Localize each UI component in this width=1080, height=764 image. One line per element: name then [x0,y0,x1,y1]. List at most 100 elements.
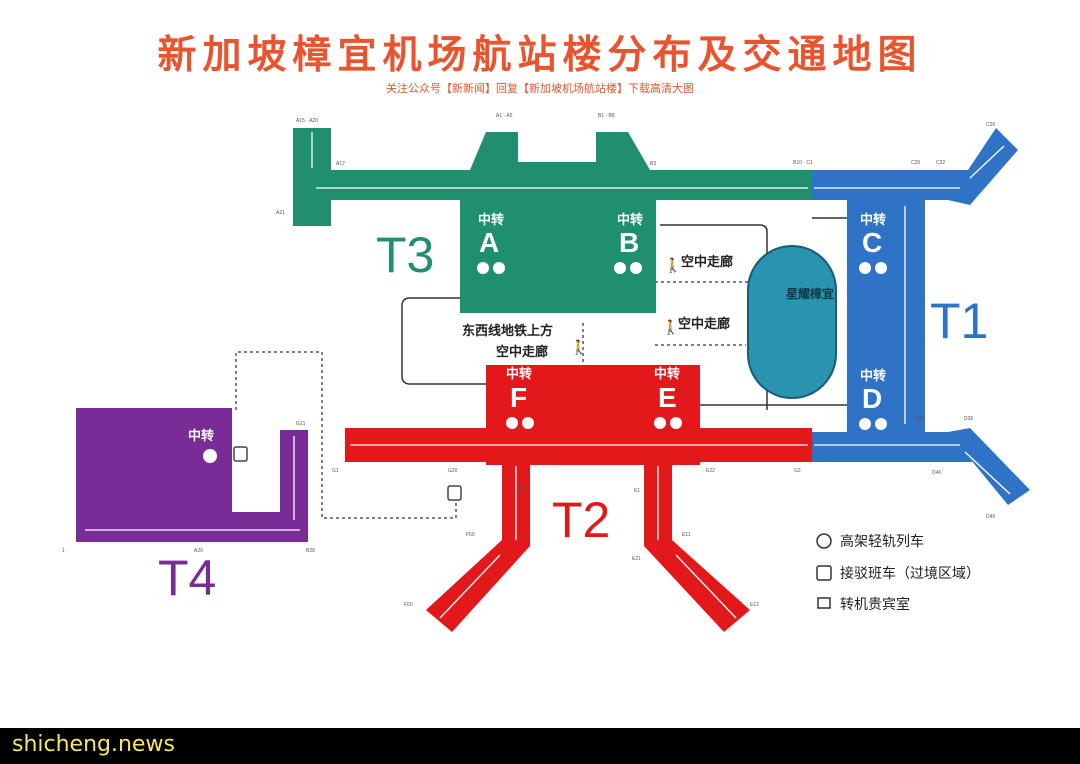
terminal-t2-label: T2 [552,492,610,548]
pier-a-letter: A [479,227,499,258]
mrt-link-outline [401,297,488,385]
airport-map: T3 T1 T2 T4 中转 A 中转 B 中转 C 中转 D [62,113,1030,632]
shuttle-bus-icon [816,565,832,581]
gate-label: A20 [194,548,203,554]
gate-label: A15 · A20 [296,118,318,124]
legend-item-shuttle: 接驳班车（过境区域） [816,565,980,582]
gate-label: C20 [911,160,920,166]
gate-label: D36 [964,416,973,422]
terminal-t1-label: T1 [930,293,988,349]
jewel-label-1: 星耀樟宜 [786,286,834,301]
walkway-label-top: 空中走廊 [681,254,733,270]
skytrain-icon [859,262,871,274]
jewel-label: 星耀樟宜 [786,286,834,301]
skytrain-link-b-d [660,224,768,410]
shuttle-bus-icon [447,485,462,501]
gate-label: F60 [404,602,413,608]
shuttle-bus-icon [233,446,248,462]
gate-label: A1 · A5 [496,113,513,119]
jewel-building [747,245,837,399]
pier-e-transfer-label: 中转 [654,366,680,382]
legend-item-skytrain: 高架轻轨列车 [816,533,924,550]
pier-e[interactable]: 中转 E [654,366,682,429]
t1-south-concourse [812,432,972,462]
lounge-icon [875,262,887,274]
legend-item-lounge: 转机贵宾室 [817,596,910,613]
lounge-icon [493,262,505,274]
lounge-icon [630,262,642,274]
gate-label: E12 [750,602,759,608]
pier-a[interactable]: 中转 A [477,212,505,274]
gate-label: 1 [62,548,65,554]
t3-main [460,195,656,313]
pier-c[interactable]: 中转 C [859,212,887,274]
pier-f-letter: F [510,382,527,413]
pier-a-transfer-label: 中转 [478,212,504,228]
pier-c-letter: C [862,227,882,258]
t4-transfer[interactable]: 中转 [188,428,217,463]
mrt-walkway-line1: 东西线地铁上方 [462,323,553,339]
t1-south-spur [948,428,1030,505]
gate-label: B1 · B8 [598,113,615,119]
shuttle-dotted-route [235,281,812,519]
gate-label: D22 [916,416,925,422]
gate-label: F50 [466,532,475,538]
terminal-t1-building [812,128,1030,505]
legend-skytrain-label: 高架轻轨列车 [840,533,924,550]
terminal-t3-label: T3 [376,227,434,283]
terminal-t4-label: T4 [158,550,216,606]
skytrain-icon [477,262,489,274]
gate-label: G20 [448,468,458,474]
gate-label: B28 [306,548,315,554]
gate-label: E11 [682,532,691,538]
gate-label: E21 [632,556,641,562]
gate-label: E1 [634,488,640,494]
gate-label: G1 [332,468,339,474]
terminal-t3-building [293,128,813,313]
map-legend: 高架轻轨列车 接驳班车（过境区域） 转机贵宾室 [816,533,980,613]
t2-pier-f [426,460,530,632]
t1-main [847,195,925,440]
legend-shuttle-label: 接驳班车（过境区域） [840,565,980,582]
gate-label: A17 [336,161,345,167]
skytrain-icon [816,533,832,549]
gate-label: G21 [296,421,306,427]
gate-label: D46 [932,470,941,476]
lounge-icon [817,597,831,609]
walking-person-icon: 🚶 [664,257,681,274]
pier-b-transfer-label: 中转 [617,212,643,228]
pier-f[interactable]: 中转 F [506,366,534,429]
pier-e-letter: E [658,382,677,413]
gate-label: C26 [986,122,995,128]
skytrain-icon [859,418,871,430]
gate-label: E22 [706,468,715,474]
t2-pier-e [644,460,750,632]
gate-label: G2 [794,468,801,474]
pier-b-letter: B [619,227,639,258]
lounge-icon [203,449,217,463]
gate-label: A21 [276,210,285,216]
gate-label: D49 [986,514,995,520]
walking-arrows [85,132,1011,619]
lounge-icon [875,418,887,430]
walking-person-icon: 🚶 [662,319,679,336]
skytrain-icon [506,417,518,429]
watermark: shicheng.news [12,732,175,757]
pier-d[interactable]: 中转 D [859,368,887,430]
walking-person-icon: 🚶 [570,339,587,356]
skytrain-icon [614,262,626,274]
t4-transfer-label: 中转 [188,428,214,444]
pier-d-transfer-label: 中转 [860,368,886,384]
skytrain-icon [654,417,666,429]
pier-f-transfer-label: 中转 [506,366,532,382]
t3-north-gates [470,132,650,170]
pier-d-letter: D [862,383,882,414]
terminal-t4-building [76,408,308,542]
map-subtitle: 关注公众号【新新闻】回复【新加坡机场航站楼】下载高清大图 [386,82,694,95]
gate-labels: A15 · A20 A1 · A5 B1 · B8 A17 B3 B10 · C… [62,113,995,608]
mrt-walkway-line2: 空中走廊 [496,344,548,360]
pier-b[interactable]: 中转 B [614,212,643,274]
gate-label: B10 · C1 [793,160,813,166]
lounge-icon [522,417,534,429]
